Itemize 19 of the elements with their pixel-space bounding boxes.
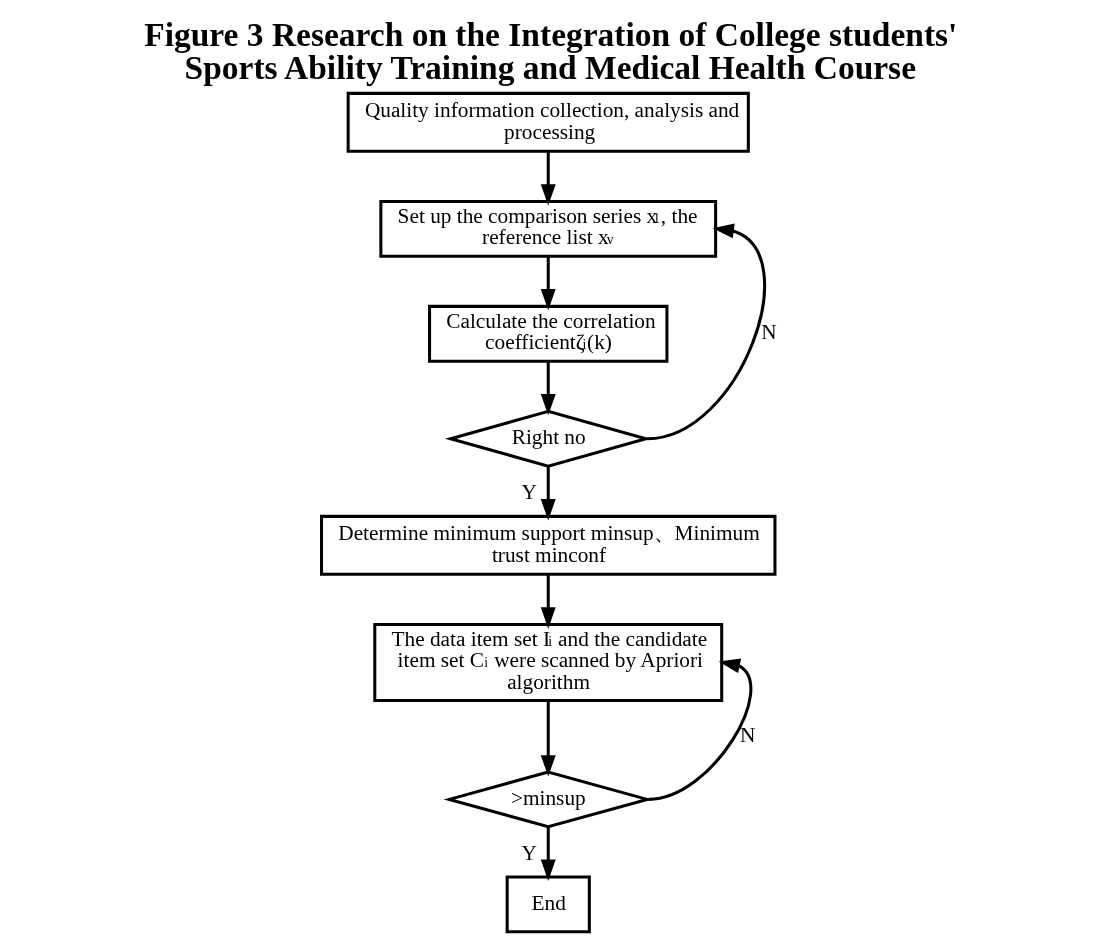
edge-label: N (739, 722, 755, 747)
node-box: Quality information collection, analysis and processing (346, 91, 750, 153)
node-box: Calculate the correlation coefficientζi(k) (427, 304, 668, 363)
arrow (540, 827, 556, 881)
arrow (540, 700, 556, 777)
diagram-title: Figure 3 Research on the Integration of College students' Sports Ability Training and Medical Health Course (143, 15, 957, 87)
arrow (540, 256, 556, 311)
node-box: Determine minimum support minsup、Minimum trust minconf (319, 514, 776, 576)
edge-label: Y (520, 841, 537, 866)
arrow (540, 151, 556, 206)
arrow (540, 361, 556, 416)
edge-label: Y (520, 480, 537, 505)
arrow (540, 466, 556, 521)
arrow (540, 574, 556, 629)
node-box: End (505, 875, 591, 934)
arrow (647, 658, 752, 801)
arrow (646, 223, 766, 441)
edge-label: N (760, 320, 777, 345)
node-box: The data item set Ii and the candidate item set Ci were scanned by Apriori algorithm (372, 622, 723, 702)
